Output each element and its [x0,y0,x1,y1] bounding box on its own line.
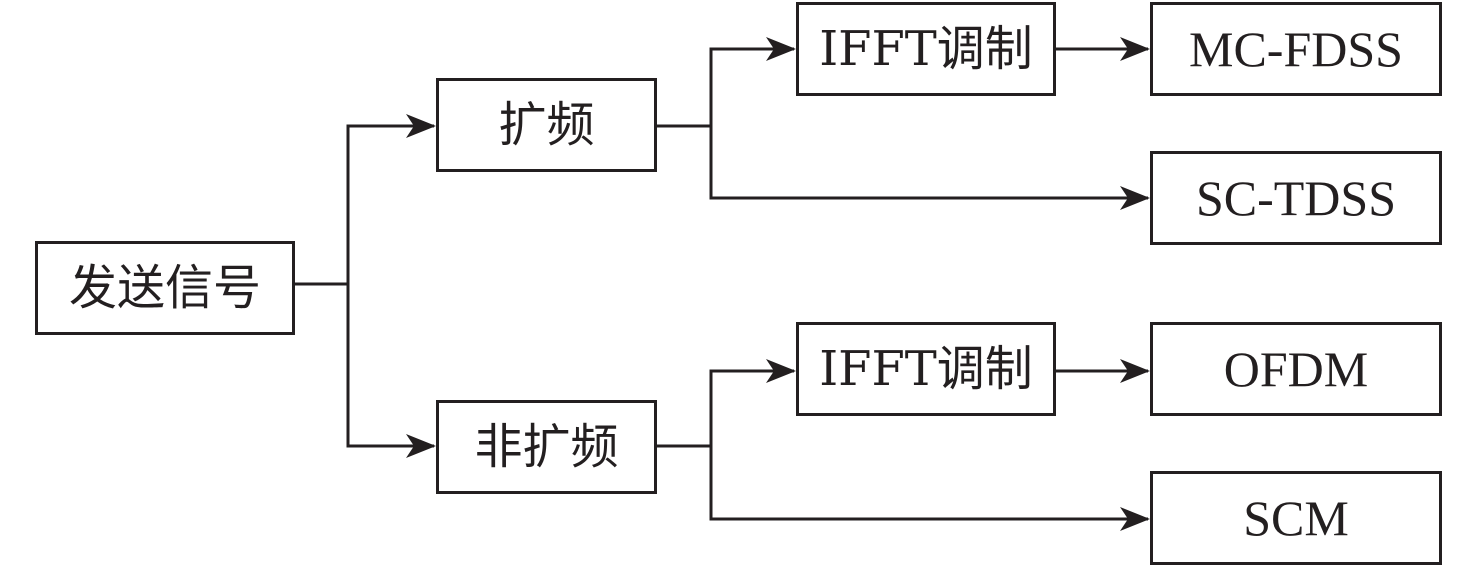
edge-spread-to-sctdss [709,126,1148,200]
arrowhead-mcfdss [1120,37,1150,61]
node-mc-fdss: MC-FDSS [1150,2,1442,96]
node-ifft-modulation-top-label: IFFT调制 [819,21,1033,77]
edge-source-to-nonspread [346,284,434,448]
node-non-spread-spectrum: 非扩频 [436,400,657,494]
arrowhead-ofdm [1120,359,1150,383]
edge-spread-to-ifft [657,47,794,128]
node-non-spread-spectrum-label: 非扩频 [474,419,619,475]
node-sc-tdss: SC-TDSS [1150,151,1442,245]
node-source-signal: 发送信号 [35,241,295,335]
arrowhead-spread [406,114,436,138]
node-source-signal-label: 发送信号 [68,260,261,316]
node-scm: SCM [1150,471,1442,565]
arrowhead-nonspread [406,434,436,458]
arrowhead-sctdss [1120,186,1150,210]
arrowhead-ifft-bottom [766,359,796,383]
arrowhead-scm [1120,507,1150,531]
node-ifft-modulation-top: IFFT调制 [796,2,1056,96]
node-spread-spectrum: 扩频 [436,78,657,172]
node-ifft-modulation-bottom: IFFT调制 [796,322,1056,416]
node-spread-spectrum-label: 扩频 [498,97,595,153]
node-ofdm: OFDM [1150,322,1442,416]
node-ifft-modulation-bottom-label: IFFT调制 [819,341,1033,397]
node-mc-fdss-label: MC-FDSS [1189,21,1403,77]
node-scm-label: SCM [1243,490,1349,546]
node-sc-tdss-label: SC-TDSS [1195,170,1397,226]
edge-source-to-spread [295,124,434,286]
edge-nonspread-to-ifft [657,369,794,448]
arrowhead-ifft-top [766,37,796,61]
node-ofdm-label: OFDM [1223,341,1369,397]
edge-nonspread-to-scm [709,446,1148,521]
